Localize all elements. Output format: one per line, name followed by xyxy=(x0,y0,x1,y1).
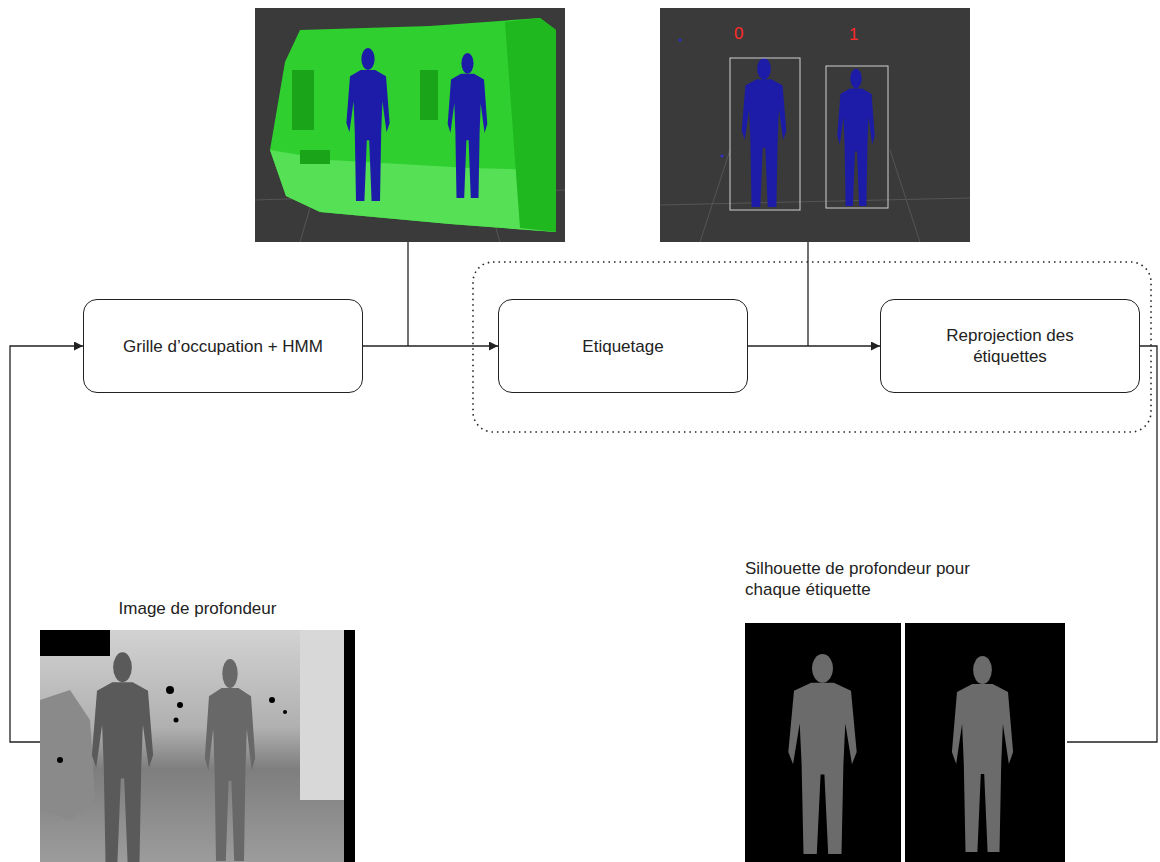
callout-number: 0 xyxy=(734,24,743,44)
connector xyxy=(1067,346,1157,742)
node-text: Grille d’occupation + HMM xyxy=(123,336,323,357)
leader-line xyxy=(407,242,408,346)
depth-image xyxy=(40,630,355,862)
connector xyxy=(363,345,498,346)
process-box: Grille d’occupation + HMM xyxy=(83,299,363,393)
node-text: Reprojection des étiquettes xyxy=(925,325,1095,367)
connector xyxy=(10,346,83,742)
image-panel: Silhouette de profondeur pour chaque éti… xyxy=(745,558,1067,862)
silhouette-images xyxy=(745,623,1065,862)
group-outline xyxy=(473,262,1151,432)
voxel-scene xyxy=(255,8,565,346)
leader-line xyxy=(807,242,808,346)
node-text: Etiquetage xyxy=(582,336,663,357)
callout-number: 1 xyxy=(849,25,858,45)
labelled-voxel-scene xyxy=(660,8,970,346)
process-box: Reprojection des étiquettes xyxy=(880,299,1140,393)
image-panel: Image de profondeur xyxy=(40,598,355,862)
node-text: Image de profondeur xyxy=(119,598,277,619)
process-box: Etiquetage xyxy=(498,299,748,393)
node-text: Silhouette de profondeur pour chaque éti… xyxy=(745,558,985,600)
connector xyxy=(748,345,880,346)
